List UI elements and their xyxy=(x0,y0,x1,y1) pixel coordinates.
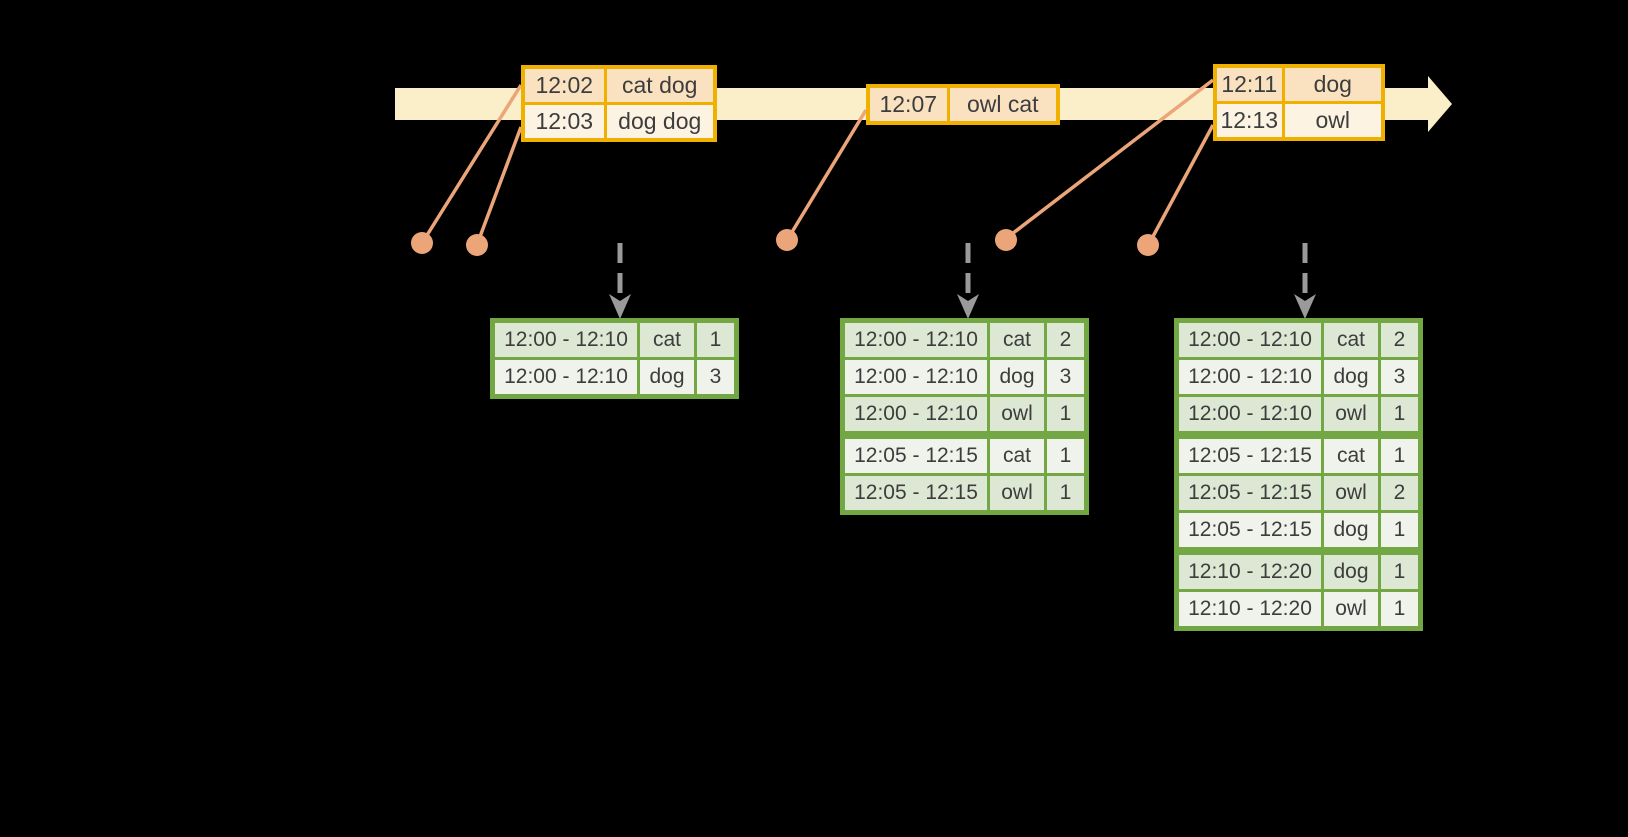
event-row: 12:03 dog dog xyxy=(521,102,717,142)
result-row: 12:05 - 12:15 owl 2 xyxy=(1175,473,1422,513)
result-row: 12:10 - 12:20 owl 1 xyxy=(1175,589,1422,630)
word-cell: dog xyxy=(987,357,1047,397)
word-cell: cat xyxy=(987,431,1047,476)
count-cell: 1 xyxy=(1378,589,1422,630)
event-words-cell: owl cat xyxy=(946,84,1060,125)
event-dots xyxy=(411,229,1159,256)
event-row: 12:07 owl cat xyxy=(866,84,1060,125)
count-cell: 1 xyxy=(1044,394,1088,437)
event-time-cell: 12:11 xyxy=(1213,64,1285,104)
window-cell: 12:05 - 12:15 xyxy=(1175,431,1324,476)
window-cell: 12:00 - 12:10 xyxy=(1175,394,1324,437)
result-row: 12:00 - 12:10 cat 1 xyxy=(491,319,738,360)
window-cell: 12:05 - 12:15 xyxy=(841,473,990,514)
count-cell: 1 xyxy=(1378,510,1422,553)
window-cell: 12:05 - 12:15 xyxy=(841,431,990,476)
result-row: 12:00 - 12:10 owl 1 xyxy=(1175,394,1422,437)
window-cell: 12:10 - 12:20 xyxy=(1175,547,1324,592)
word-cell: owl xyxy=(987,473,1047,514)
result-table-1: 12:00 - 12:10 cat 1 12:00 - 12:10 dog 3 xyxy=(490,318,739,399)
event-words-cell: owl xyxy=(1281,101,1385,141)
word-cell: owl xyxy=(1321,473,1381,513)
window-cell: 12:10 - 12:20 xyxy=(1175,589,1324,630)
timeline-arrowhead xyxy=(1428,76,1452,132)
event-table-3: 12:11 dog 12:13 owl xyxy=(1213,64,1385,141)
window-cell: 12:00 - 12:10 xyxy=(841,394,990,437)
result-row: 12:00 - 12:10 cat 2 xyxy=(841,319,1088,360)
count-cell: 1 xyxy=(1378,547,1422,592)
trigger-arrowhead xyxy=(957,294,979,319)
window-cell: 12:00 - 12:10 xyxy=(841,319,990,360)
window-cell: 12:00 - 12:10 xyxy=(1175,319,1324,360)
leader-line xyxy=(1148,124,1215,243)
result-row: 12:00 - 12:10 dog 3 xyxy=(841,357,1088,397)
result-row: 12:05 - 12:15 owl 1 xyxy=(841,473,1088,514)
result-row: 12:05 - 12:15 dog 1 xyxy=(1175,510,1422,553)
word-cell: owl xyxy=(1321,589,1381,630)
event-time-cell: 12:03 xyxy=(521,102,607,142)
word-cell: owl xyxy=(1321,394,1381,437)
count-cell: 1 xyxy=(1044,473,1088,514)
trigger-arrowheads xyxy=(609,294,1316,319)
word-cell: dog xyxy=(1321,547,1381,592)
event-words-cell: cat dog xyxy=(603,65,717,105)
event-time-cell: 12:02 xyxy=(521,65,607,105)
count-cell: 1 xyxy=(1044,431,1088,476)
trigger-arrowhead xyxy=(1294,294,1316,319)
event-time-cell: 12:13 xyxy=(1213,101,1285,141)
result-table-2: 12:00 - 12:10 cat 2 12:00 - 12:10 dog 3 … xyxy=(840,318,1089,515)
window-cell: 12:00 - 12:10 xyxy=(491,357,640,398)
count-cell: 1 xyxy=(694,319,738,360)
event-time-cell: 12:07 xyxy=(866,84,950,125)
result-row: 12:00 - 12:10 cat 2 xyxy=(1175,319,1422,360)
count-cell: 2 xyxy=(1378,319,1422,360)
result-row: 12:05 - 12:15 cat 1 xyxy=(841,431,1088,476)
count-cell: 1 xyxy=(1378,431,1422,476)
trigger-arrowhead xyxy=(609,294,631,319)
event-table-2: 12:07 owl cat xyxy=(866,84,1060,125)
word-cell: cat xyxy=(987,319,1047,360)
leader-line xyxy=(787,109,868,238)
word-cell: dog xyxy=(1321,357,1381,397)
event-row: 12:02 cat dog xyxy=(521,65,717,105)
trigger-arrows xyxy=(617,243,1308,297)
result-row: 12:00 - 12:10 dog 3 xyxy=(491,357,738,398)
window-cell: 12:00 - 12:10 xyxy=(841,357,990,397)
event-dot xyxy=(411,232,433,254)
result-row: 12:00 - 12:10 owl 1 xyxy=(841,394,1088,437)
count-cell: 2 xyxy=(1044,319,1088,360)
word-cell: dog xyxy=(637,357,697,398)
word-cell: cat xyxy=(637,319,697,360)
event-table-1: 12:02 cat dog 12:03 dog dog xyxy=(521,65,717,142)
event-dot xyxy=(466,234,488,256)
word-cell: owl xyxy=(987,394,1047,437)
window-cell: 12:05 - 12:15 xyxy=(1175,510,1324,553)
count-cell: 1 xyxy=(1378,394,1422,437)
result-row: 12:05 - 12:15 cat 1 xyxy=(1175,431,1422,476)
count-cell: 3 xyxy=(1044,357,1088,397)
word-cell: cat xyxy=(1321,431,1381,476)
word-cell: cat xyxy=(1321,319,1381,360)
event-row: 12:13 owl xyxy=(1213,101,1385,141)
count-cell: 3 xyxy=(1378,357,1422,397)
event-dot xyxy=(1137,234,1159,256)
event-dot xyxy=(776,229,798,251)
result-row: 12:10 - 12:20 dog 1 xyxy=(1175,547,1422,592)
event-row: 12:11 dog xyxy=(1213,64,1385,104)
count-cell: 2 xyxy=(1378,473,1422,513)
window-cell: 12:00 - 12:10 xyxy=(1175,357,1324,397)
leader-line xyxy=(476,126,523,243)
result-table-3: 12:00 - 12:10 cat 2 12:00 - 12:10 dog 3 … xyxy=(1174,318,1423,631)
result-row: 12:00 - 12:10 dog 3 xyxy=(1175,357,1422,397)
event-words-cell: dog xyxy=(1281,64,1385,104)
event-dot xyxy=(995,229,1017,251)
word-cell: dog xyxy=(1321,510,1381,553)
event-words-cell: dog dog xyxy=(603,102,717,142)
count-cell: 3 xyxy=(694,357,738,398)
window-cell: 12:05 - 12:15 xyxy=(1175,473,1324,513)
window-cell: 12:00 - 12:10 xyxy=(491,319,640,360)
